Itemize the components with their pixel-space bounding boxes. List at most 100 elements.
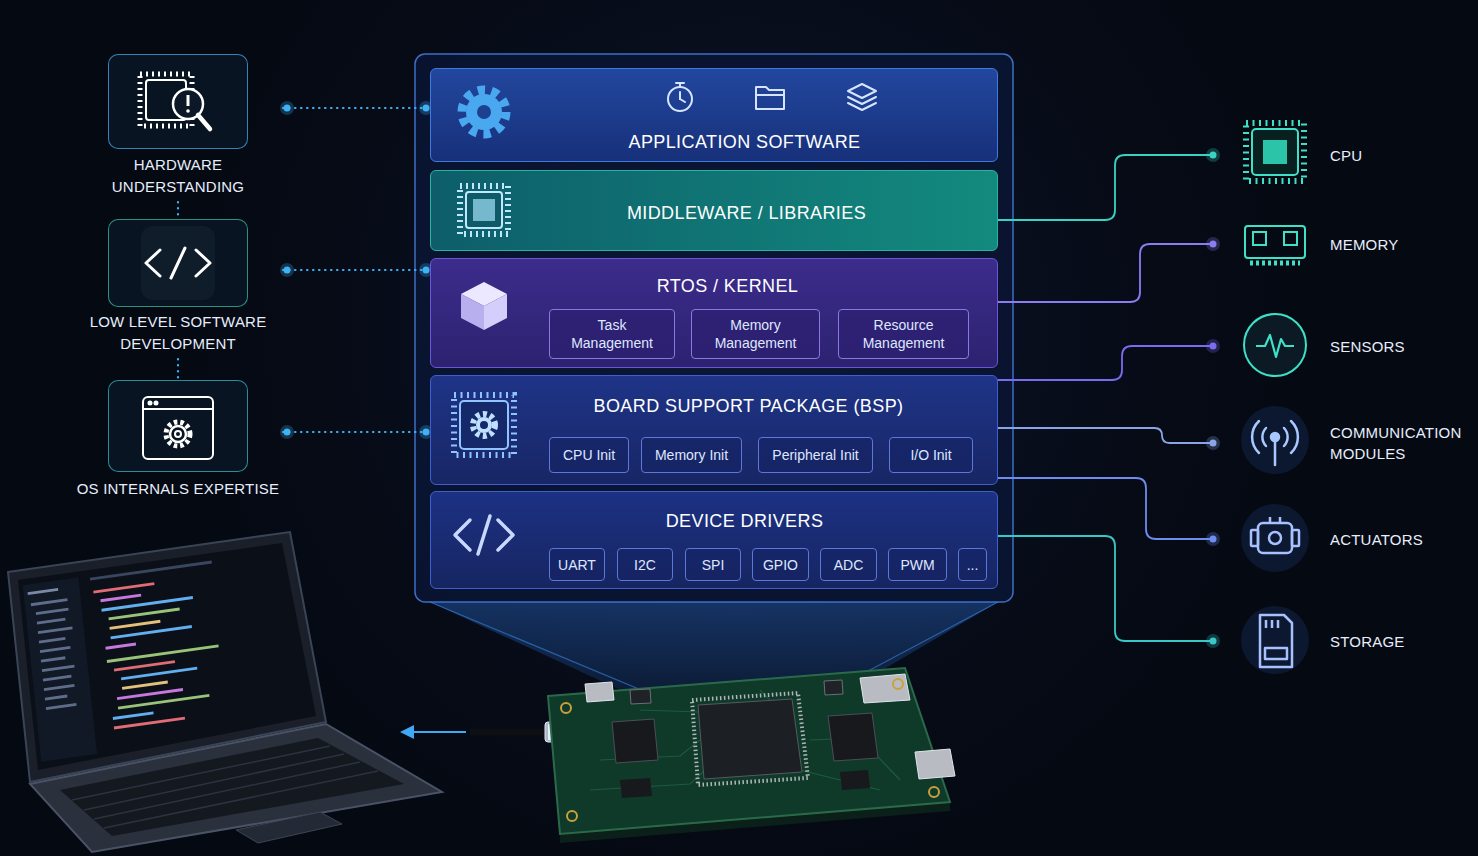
actuator-icon <box>1279 517 1282 523</box>
actuator-icon <box>1258 523 1292 553</box>
laptop <box>41 656 66 662</box>
laptop <box>39 637 66 644</box>
icon-frame <box>108 54 248 149</box>
chip-magnifier-icon <box>186 109 190 113</box>
connector-dot <box>1210 638 1217 645</box>
layer-band: RTOS / KERNELTask ManagementMemory Manag… <box>430 258 998 368</box>
sub-box-label: Memory Management <box>704 316 807 352</box>
sub-box: CPU Init <box>549 437 629 473</box>
chip-magnifier-icon <box>198 115 210 129</box>
laptop <box>121 667 197 681</box>
circuit-board <box>612 719 658 763</box>
laptop <box>90 561 212 581</box>
circuit-board <box>828 713 878 761</box>
skill-label: LOW LEVEL SOFTWARE DEVELOPMENT <box>73 311 283 355</box>
sub-box-label: GPIO <box>763 556 798 574</box>
connector <box>998 478 1215 539</box>
connector-dot <box>423 429 430 436</box>
sub-box: UART <box>549 548 605 581</box>
hardware-item: SENSORS <box>1215 311 1468 381</box>
skill-box: HARDWARE UNDERSTANDING <box>73 54 283 202</box>
sub-box-label: Peripheral Init <box>772 446 858 464</box>
laptop <box>122 681 168 690</box>
memory-icon <box>1284 232 1297 245</box>
connector-dot-glow <box>1206 532 1220 546</box>
circuit-board <box>800 770 880 790</box>
usb-cable <box>412 731 466 733</box>
application-icons <box>848 103 876 110</box>
hardware-label: COMMUNICATION MODULES <box>1330 422 1468 464</box>
laptop <box>84 754 344 810</box>
cpu-icon <box>1252 129 1298 175</box>
laptop <box>114 660 175 671</box>
chip-magnifier-icon <box>140 74 210 129</box>
hardware-label: SENSORS <box>1330 336 1468 357</box>
sub-box-label: Resource Management <box>851 316 956 352</box>
bsp-chip-gear-icon <box>460 401 508 449</box>
hardware-label: CPU <box>1330 145 1468 166</box>
chip-magnifier-icon <box>146 80 186 120</box>
antenna-icon <box>1274 442 1277 465</box>
laptop <box>40 646 71 653</box>
circuit-board <box>567 811 577 821</box>
actuator-icon <box>1269 517 1272 523</box>
storage-icon <box>1260 615 1292 667</box>
driver-code-icon <box>455 520 470 550</box>
cpu-icon <box>1263 140 1287 164</box>
laptop <box>37 618 66 625</box>
connector <box>998 244 1215 302</box>
skill-label: HARDWARE UNDERSTANDING <box>73 154 283 198</box>
memory-icon <box>1253 232 1266 245</box>
gear-icon <box>462 90 506 134</box>
circuit-board <box>590 690 900 790</box>
os-window-icon <box>143 397 213 459</box>
sub-box: Memory Management <box>691 309 820 359</box>
kernel-cube-icon <box>461 282 507 306</box>
code-icon <box>141 226 215 300</box>
hardware-item: ACTUATORS <box>1215 504 1468 574</box>
layer-title: APPLICATION SOFTWARE <box>462 131 1028 153</box>
storage-icon <box>1260 615 1292 667</box>
layer-band: APPLICATION SOFTWARE <box>430 68 998 162</box>
usb-cable <box>400 725 414 739</box>
code-icon <box>171 248 185 278</box>
connector <box>998 428 1215 443</box>
os-window-icon <box>166 422 190 446</box>
connector-dot <box>1210 536 1217 543</box>
laptop <box>43 675 72 682</box>
laptop <box>110 625 191 639</box>
laptop <box>42 665 75 672</box>
sub-box: ADC <box>820 548 877 581</box>
laptop <box>100 594 141 603</box>
bsp-chip-gear-icon <box>473 414 495 436</box>
laptop <box>60 738 404 836</box>
connector-dot <box>423 267 430 274</box>
sub-box: PWM <box>888 548 947 581</box>
laptop <box>236 812 342 843</box>
bsp-chip-gear-icon <box>480 421 488 429</box>
actuator-icon <box>1251 530 1258 546</box>
connector-dot-glow <box>280 425 294 439</box>
circuit-board <box>893 679 903 689</box>
laptop <box>108 608 179 621</box>
application-icons <box>848 84 876 98</box>
storage-icon <box>1265 620 1268 628</box>
bsp-chip-gear-icon <box>454 395 514 455</box>
sub-box-label: CPU Init <box>563 446 615 464</box>
circuit-board <box>929 787 939 797</box>
storage-icon <box>1277 620 1280 628</box>
application-icons <box>679 83 681 87</box>
circuit-board <box>585 682 614 702</box>
connector <box>283 107 430 109</box>
code-icon <box>146 248 210 278</box>
sub-box-label: PWM <box>900 556 934 574</box>
hardware-label: STORAGE <box>1330 631 1468 652</box>
sub-box-label: SPI <box>702 556 725 574</box>
connector <box>998 536 1215 641</box>
connector-dot <box>1210 440 1217 447</box>
layer-title: BOARD SUPPORT PACKAGE (BSP) <box>466 395 1032 417</box>
hardware-item: CPU <box>1215 120 1468 190</box>
bsp-chip-gear-icon <box>454 395 514 455</box>
gear-icon <box>462 90 506 134</box>
